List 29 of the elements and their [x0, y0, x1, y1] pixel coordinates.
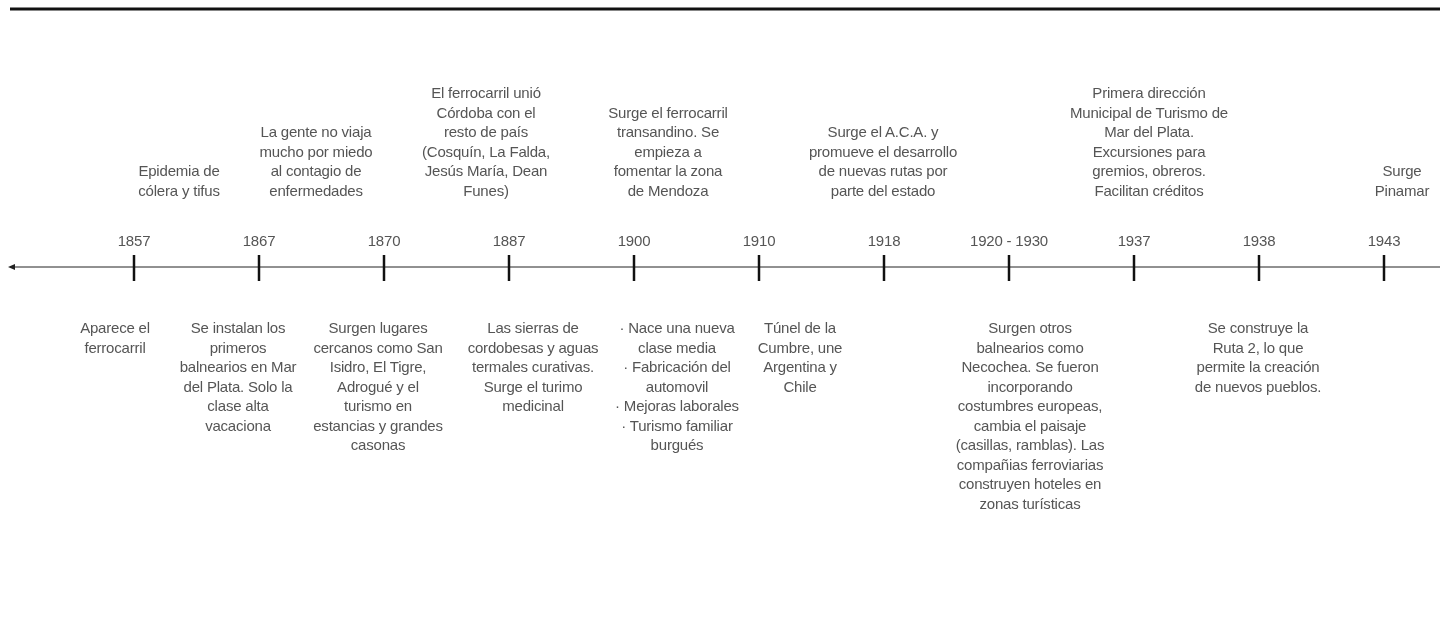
event-text: Surgen lugares cercanos como San Isidro, El Tigre, Adrogué y el turismo en estancias y grandes casonas — [313, 318, 443, 455]
event-text: Túnel de la Cumbre, une Argentina y Chile — [756, 318, 844, 396]
bullet-text: · Fabricación del automovil — [622, 357, 732, 396]
event-text: Epidemia de cólera y tifus — [137, 161, 221, 200]
event-text: Primera dirección Municipal de Turismo de Mar del Plata. Excursiones para gremios, obreros. Facilitan créditos — [1070, 83, 1228, 200]
bullet-text: · Nace una nueva clase media — [618, 318, 736, 357]
year-label: 1867 — [242, 231, 276, 251]
year-label: 1937 — [1117, 231, 1151, 251]
bullet-text: · Mejoras laborales — [614, 396, 740, 416]
event-text: Las sierras de cordobesas y aguas termales curativas. Surge el turimo medicinal — [467, 318, 599, 416]
event-text: Surge el A.C.A. y promueve el desarrollo de nuevas rutas por parte del estado — [808, 122, 958, 200]
year-label: 1910 — [742, 231, 776, 251]
bullet-text: · Turismo familiar burgués — [620, 415, 734, 455]
year-label: 1870 — [367, 231, 401, 251]
year-label: 1918 — [867, 231, 901, 251]
event-text: Se instalan los primeros balnearios en Mar del Plata. Solo la clase alta vacaciona — [178, 318, 298, 435]
year-label: 1920 - 1930 — [970, 231, 1048, 251]
event-text: El ferrocarril unió Córdoba con el resto de país (Cosquín, La Falda, Jesús María, Dean Funes) — [421, 83, 551, 200]
event-text: Se construye la Ruta 2, lo que permite la creación de nuevos pueblos. — [1193, 318, 1323, 396]
event-text: La gente no viaja mucho por miedo al contagio de enfermedades — [258, 122, 374, 200]
year-label: 1943 — [1367, 231, 1401, 251]
year-label: 1887 — [492, 231, 526, 251]
year-label: 1938 — [1242, 231, 1276, 251]
event-text: Surge el ferrocarril transandino. Se empieza a fomentar la zona de Mendoza — [607, 102, 729, 200]
event-text: Surge Pinamar — [1373, 161, 1431, 200]
year-label: 1900 — [617, 231, 651, 251]
year-label: 1857 — [117, 231, 151, 251]
event-text: Surgen otros balnearios como Necochea. Se fueron incorporando costumbres europeas, cambia el paisaje (casillas, ramblas). Las compañias ferroviarias construyen hoteles en zonas turísticas — [955, 318, 1105, 513]
event-text: Aparece el ferrocarril — [79, 318, 151, 357]
